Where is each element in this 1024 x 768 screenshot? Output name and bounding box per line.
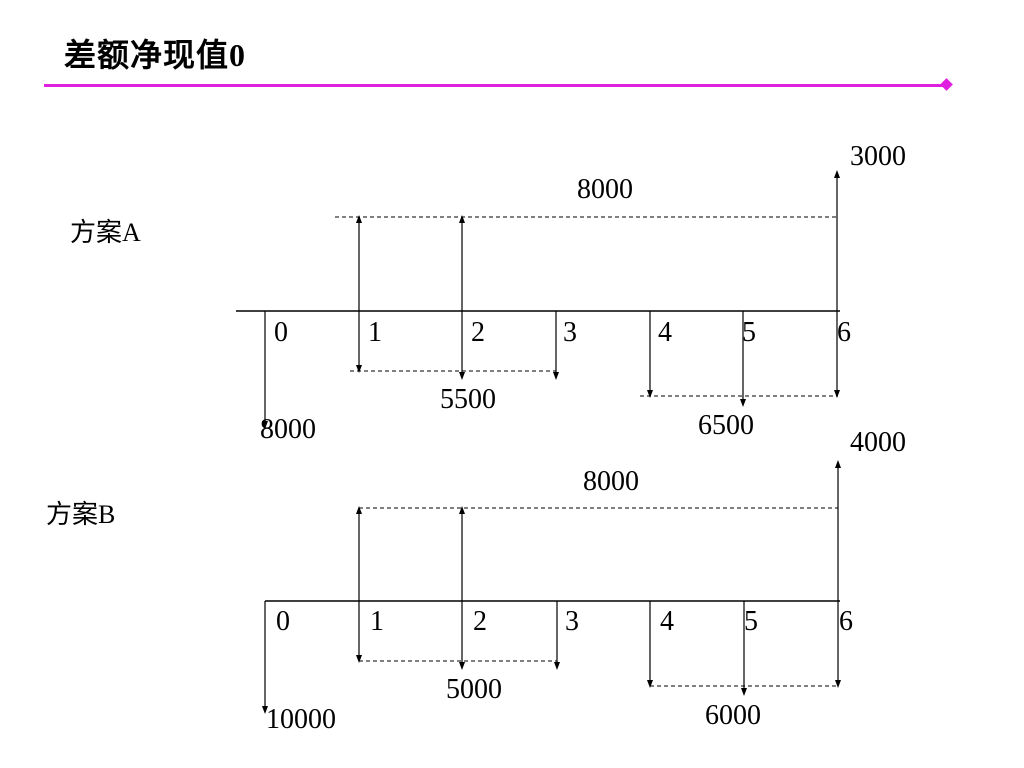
scheme-a-initial-outflow-value: 8000 [260,414,316,445]
scheme-b-initial-outflow-value: 10000 [266,704,336,735]
scheme-a-period-1: 1 [368,317,382,348]
scheme-b-inflow-value: 8000 [583,466,639,497]
scheme-b-outflow-late-value: 6000 [705,700,761,731]
scheme-a-salvage-value: 3000 [850,141,906,172]
title-underline [44,84,948,87]
scheme-b-period-3: 3 [565,606,579,637]
scheme-b-period-1: 1 [370,606,384,637]
scheme-b-period-0: 0 [276,606,290,637]
scheme-b-period-2: 2 [473,606,487,637]
scheme-b-label: 方案B [46,500,116,529]
scheme-a-period-3: 3 [563,317,577,348]
scheme-b-period-5: 5 [744,606,758,637]
scheme-b-period-4: 4 [660,606,674,637]
scheme-a-period-4: 4 [658,317,672,348]
scheme-a-period-2: 2 [471,317,485,348]
scheme-b-diagram: 0 1 2 3 4 5 6 10000 8000 5000 6000 4000 [262,427,906,735]
scheme-a-label: 方案A [70,218,141,247]
scheme-a-outflow-late-value: 6500 [698,410,754,441]
scheme-a-outflow-mid-value: 5500 [440,384,496,415]
scheme-a-diagram: 0 1 2 3 4 5 6 8000 8000 5500 6500 3000 [236,141,906,445]
scheme-b-period-6: 6 [839,606,853,637]
scheme-a-inflow-value: 8000 [577,174,633,205]
scheme-b-salvage-value: 4000 [850,427,906,458]
scheme-a-period-5: 5 [742,317,756,348]
scheme-b-outflow-mid-value: 5000 [446,674,502,705]
slide-title: 差额净现值0 [64,37,247,73]
scheme-a-period-6: 6 [837,317,851,348]
scheme-a-period-0: 0 [274,317,288,348]
